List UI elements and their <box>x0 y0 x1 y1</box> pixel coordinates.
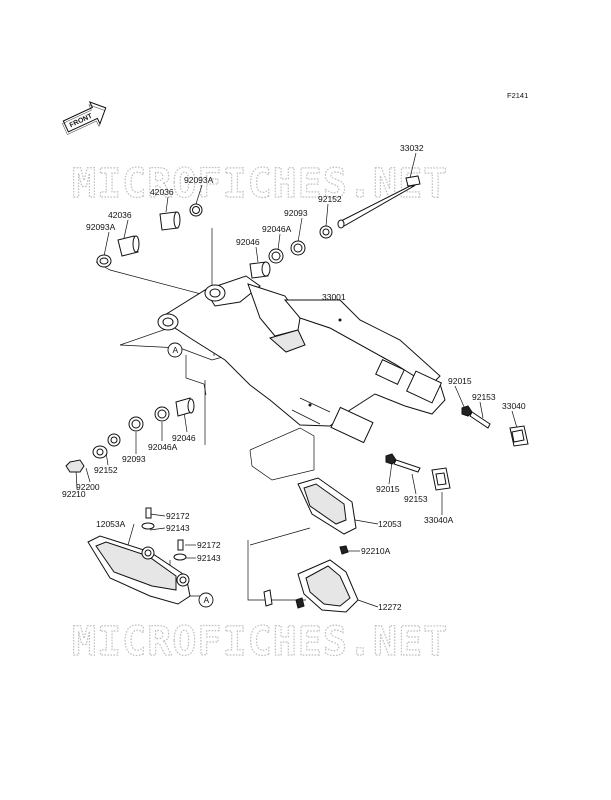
part-label: 92152 <box>94 465 118 475</box>
part-label: 92200 <box>76 482 100 492</box>
upper-pivot-parts <box>96 203 333 279</box>
chain-slider-12053a <box>87 535 191 605</box>
part-label: 12272 <box>378 602 402 612</box>
watermark-bottom: MICROFICHES.NET <box>72 619 448 665</box>
part-label: 92143 <box>166 523 190 533</box>
part-label: 33040A <box>424 515 454 525</box>
part-label: 92210 <box>62 489 86 499</box>
callout-marker-label: A <box>204 595 210 605</box>
part-label: 92210A <box>361 546 391 556</box>
part-label: 92046A <box>262 224 292 234</box>
part-label: 92153 <box>404 494 428 504</box>
diagram-code: F2141 <box>507 91 528 100</box>
part-label: 92046 <box>236 237 260 247</box>
part-label: 92172 <box>197 540 221 550</box>
part-label: 33040 <box>502 401 526 411</box>
bolts-washers <box>141 507 349 609</box>
part-label: 92093A <box>86 222 116 232</box>
callout-marker-label: A <box>173 345 179 355</box>
part-label: 92015 <box>448 376 472 386</box>
part-label: 92015 <box>376 484 400 494</box>
chain-adjusters <box>385 405 529 491</box>
part-label: 92046A <box>148 442 178 452</box>
part-label: 92153 <box>472 392 496 402</box>
front-arrow-icon: FRONT <box>62 101 107 135</box>
part-label: 92093 <box>284 208 308 218</box>
chain-guide-12053 <box>297 477 357 535</box>
part-label: 92093A <box>184 175 214 185</box>
part-label: 12053 <box>378 519 402 529</box>
part-labels: 33032 92152 92093 92046A 92046 92093A 42… <box>62 143 526 612</box>
axle-33032 <box>337 175 421 229</box>
part-label: 92152 <box>318 194 342 204</box>
callout-marker-a-1: A <box>167 342 183 358</box>
callout-marker-a-2: A <box>198 592 214 608</box>
part-label: 92143 <box>197 553 221 563</box>
lower-pivot-parts <box>65 397 195 473</box>
swingarm-body <box>157 275 446 444</box>
part-label: 12053A <box>96 519 126 529</box>
part-label: 42036 <box>150 187 174 197</box>
part-label: 92172 <box>166 511 190 521</box>
part-label: 92093 <box>122 454 146 464</box>
part-label: 33001 <box>322 292 346 302</box>
chain-guide-12272 <box>297 559 359 613</box>
watermark-top: MICROFICHES.NET <box>72 161 448 207</box>
part-label: 33032 <box>400 143 424 153</box>
part-label: 42036 <box>108 210 132 220</box>
part-label: 92046 <box>172 433 196 443</box>
